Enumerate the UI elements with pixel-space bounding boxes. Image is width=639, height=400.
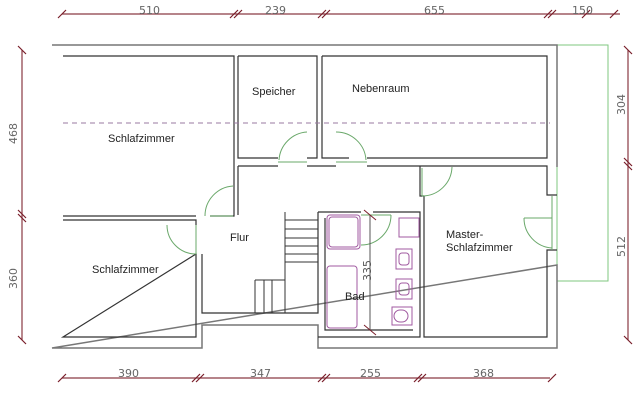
- room-label-schlafzimmer-1: Schlafzimmer: [108, 133, 175, 145]
- room-label-master-line1: Master-: [446, 229, 484, 241]
- dimension-bath: 335: [361, 260, 374, 281]
- room-label-bad: Bad: [345, 291, 365, 303]
- stairs: [254, 212, 318, 313]
- dimension-bottom-1: 390: [118, 367, 139, 380]
- dimension-right-1: 304: [615, 94, 628, 115]
- room-label-nebenraum: Nebenraum: [352, 83, 410, 95]
- dimension-top-1: 510: [139, 4, 160, 17]
- doors: [166, 131, 553, 255]
- dimension-bottom-4: 368: [473, 367, 494, 380]
- balcony: [556, 44, 609, 282]
- dimension-top-2: 239: [265, 4, 286, 17]
- room-label-schlafzimmer-2: Schlafzimmer: [92, 264, 159, 276]
- room-label-speicher: Speicher: [252, 86, 296, 98]
- bath-fixtures: [326, 214, 420, 329]
- room-label-flur: Flur: [230, 232, 249, 244]
- dimension-top-3: 655: [424, 4, 445, 17]
- dimension-left-1: 468: [7, 123, 20, 144]
- dimension-right-2: 512: [615, 236, 628, 257]
- dimension-lines: [17, 9, 633, 383]
- inner-walls: [60, 55, 557, 338]
- outer-walls: [51, 44, 558, 349]
- dimension-bottom-2: 347: [250, 367, 271, 380]
- dimension-bottom-3: 255: [360, 367, 381, 380]
- dimension-left-2: 360: [7, 268, 20, 289]
- bath-dimension-line: [363, 209, 377, 336]
- dimension-top-4: 150: [572, 4, 593, 17]
- room-label-master-line2: Schlafzimmer: [446, 242, 513, 254]
